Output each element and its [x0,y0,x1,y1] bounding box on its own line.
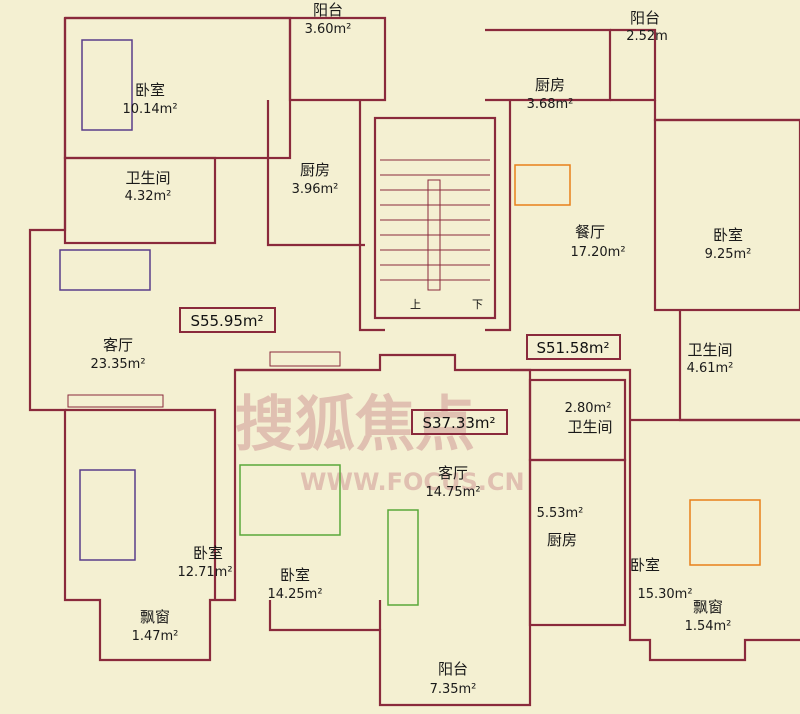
room-area: 3.96m² [292,182,339,197]
room-area: 2.80m² [565,401,612,416]
room-area: 3.68m² [527,97,574,112]
room-name: 卫生间 [567,418,612,436]
room-area: 9.25m² [705,247,752,262]
room-area: 1.47m² [132,629,179,644]
watermark-logo: 搜狐焦点 [235,390,475,460]
room-area: 2.52m [626,29,668,44]
total-area-right: S51.58m² [536,339,609,357]
room-name: 卧室 [280,566,310,584]
room-area: 15.30m² [637,587,692,602]
room-area: 3.60m² [305,22,352,37]
room-area: 14.75m² [425,485,480,500]
room-area: 17.20m² [570,245,625,260]
room-name: 飘窗 [140,608,170,626]
stair-up-label: 上 [410,298,421,311]
total-area-labels: S55.95m² S51.58m² S37.33m² [179,307,621,435]
total-area-left: S55.95m² [190,312,263,330]
room-area: 12.71m² [177,565,232,580]
stair-down-label: 下 [472,298,483,311]
room-name: 阳台 [313,1,343,19]
room-name: 卧室 [135,81,165,99]
room-name: 客厅 [438,464,468,482]
room-area: 4.32m² [125,189,172,204]
room-name: 厨房 [300,161,330,179]
room-name: 卧室 [713,226,743,244]
walls [28,16,800,707]
room-name: 卫生间 [687,341,732,359]
room-area: 23.35m² [90,357,145,372]
room-name: 卧室 [193,544,223,562]
total-area-middle: S37.33m² [422,414,495,432]
room-area: 4.61m² [687,361,734,376]
room-area: 5.53m² [537,506,584,521]
room-name: 餐厅 [575,223,605,241]
furniture [59,39,761,606]
room-area: 10.14m² [122,102,177,117]
room-name: 厨房 [535,76,565,94]
room-name: 厨房 [547,531,577,549]
room-name: 卧室 [630,556,660,574]
room-area: 14.25m² [267,587,322,602]
room-name: 飘窗 [693,598,723,616]
room-name: 阳台 [438,660,468,678]
room-name: 阳台 [630,9,660,27]
room-area: 7.35m² [430,682,477,697]
room-labels: 卧室 10.14m² 阳台 3.60m² 卫生间 4.32m² 厨房 3.96m… [90,1,751,697]
room-name: 卫生间 [125,169,170,187]
watermark-url: WWW.FOCUS.CN [300,468,525,496]
room-area: 1.54m² [685,619,732,634]
room-name: 客厅 [103,336,133,354]
